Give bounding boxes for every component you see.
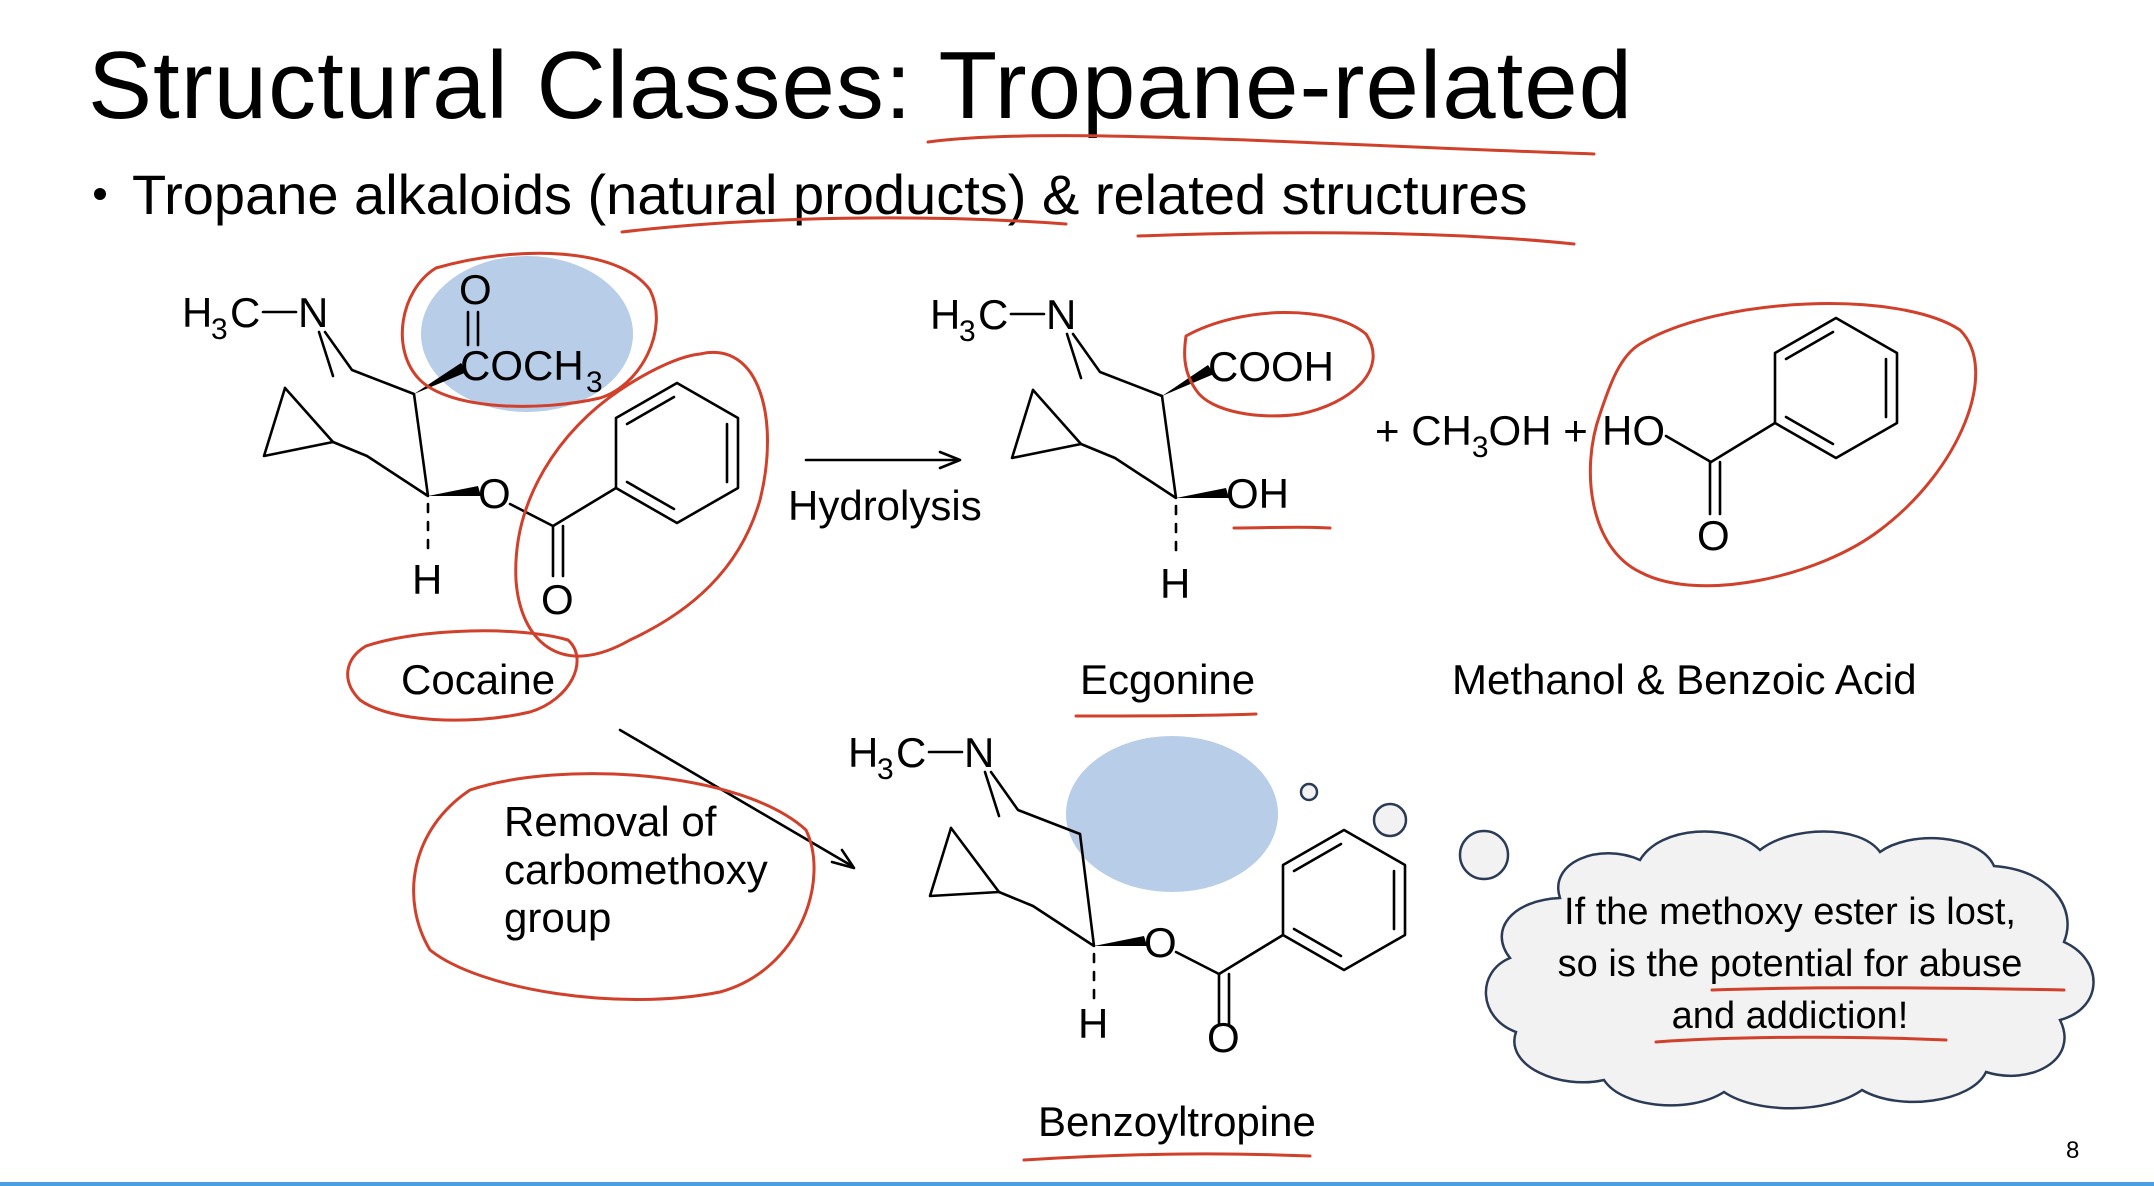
title-underline xyxy=(926,134,1596,156)
thought-line-3: and addiction! xyxy=(1672,995,1909,1037)
benzoyltropine-h3c-c: C xyxy=(896,729,926,776)
methanol-formula: + CH3OH + xyxy=(1375,407,1588,464)
natural-products-underline xyxy=(620,216,1068,234)
page-number: 8 xyxy=(2066,1137,2079,1164)
methanol-benzoic-label: Methanol & Benzoic Acid xyxy=(1452,656,1917,703)
cocaine-structure: H 3 C N COCH 3 O O O H xyxy=(182,266,740,623)
ink-annotations xyxy=(346,134,2066,1162)
ecgonine-n: N xyxy=(1046,291,1076,338)
benzoyltropine-underline xyxy=(1022,1152,1312,1162)
removal-line-3: group xyxy=(504,894,611,941)
cocaine-coch: COCH xyxy=(460,342,584,389)
bullet-dot xyxy=(94,188,106,200)
removal-line-1: Removal of xyxy=(504,798,717,845)
ecgonine-h3c-c: C xyxy=(978,291,1008,338)
cocaine-label: Cocaine xyxy=(401,656,555,703)
bullet-amp: & xyxy=(1026,163,1094,226)
footer-line xyxy=(0,1182,2154,1186)
benzoyltropine-label: Benzoyltropine xyxy=(1038,1098,1316,1145)
benzoic-ho: HO xyxy=(1602,407,1665,454)
bullet-text: Tropane alkaloids (natural products) & r… xyxy=(132,163,1528,226)
removal-arrow xyxy=(618,728,854,868)
benzoyltropine-h: H xyxy=(1078,1000,1108,1047)
cocaine-coch-sub: 3 xyxy=(586,366,603,399)
ecgonine-h3c-sub: 3 xyxy=(959,315,976,348)
thought-bubble: If the methoxy ester is lost, so is the … xyxy=(1299,782,2095,1110)
ecgonine-cooh: COOH xyxy=(1208,343,1334,390)
cocaine-h3c-sub: 3 xyxy=(211,313,228,346)
removal-line-2: carbomethoxy xyxy=(504,846,768,893)
cocaine-h: H xyxy=(412,556,442,603)
bullet-related-structures: related structures xyxy=(1095,163,1528,226)
benzoyltropine-h3c-sub: 3 xyxy=(877,753,894,786)
cocaine-n: N xyxy=(298,289,328,336)
ecgonine-oh: OH xyxy=(1226,470,1289,517)
ecgonine-label: Ecgonine xyxy=(1080,656,1255,703)
abuse-underline xyxy=(1710,986,2066,992)
ecgonine-underline xyxy=(1074,712,1258,718)
removed-group-highlight xyxy=(1066,736,1278,892)
benzoic-carbonyl-o: O xyxy=(1697,512,1730,559)
benzoyltropine-h3c-h: H xyxy=(848,729,878,776)
benzoic-acid-structure: HO O xyxy=(1602,316,1899,559)
cooh-circle xyxy=(1183,311,1375,418)
ester-circle xyxy=(400,251,658,408)
related-structures-underline xyxy=(1136,231,1576,246)
ecgonine-structure: H 3 C N COOH OH H xyxy=(930,291,1334,607)
ecgonine-h3c-h: H xyxy=(930,291,960,338)
cocaine-label-circle xyxy=(346,629,579,722)
benzoyltropine-structure: H 3 C N O O H xyxy=(848,729,1407,1061)
cocaine-h3c-h: H xyxy=(182,289,212,336)
hydrolysis-label: Hydrolysis xyxy=(788,482,982,529)
ecgonine-h: H xyxy=(1160,560,1190,607)
benzoic-acid-circle xyxy=(1588,302,1978,588)
cocaine-ester-o: O xyxy=(478,470,511,517)
removal-text-circle xyxy=(412,772,816,1001)
addiction-underline xyxy=(1654,1035,1948,1044)
cocaine-benzoyl-o: O xyxy=(541,576,574,623)
benzoyltropine-n: N xyxy=(964,729,994,776)
benzoyltropine-ester-o: O xyxy=(1144,919,1177,966)
ester-highlight xyxy=(421,256,633,412)
oh-underline xyxy=(1232,525,1332,530)
benzoyltropine-benzoyl-o: O xyxy=(1207,1014,1240,1061)
cocaine-h3c-c: C xyxy=(230,289,260,336)
slide-title: Structural Classes: Tropane-related xyxy=(88,32,1633,139)
thought-line-2: so is the potential for abuse xyxy=(1558,943,2023,985)
bullet-natural-products: (natural products) xyxy=(588,163,1027,226)
cocaine-carbonyl-o: O xyxy=(459,266,492,313)
benzoyl-circle xyxy=(514,350,769,658)
thought-line-1: If the methoxy ester is lost, xyxy=(1564,891,2016,933)
bullet-part-1: Tropane alkaloids xyxy=(132,163,588,226)
